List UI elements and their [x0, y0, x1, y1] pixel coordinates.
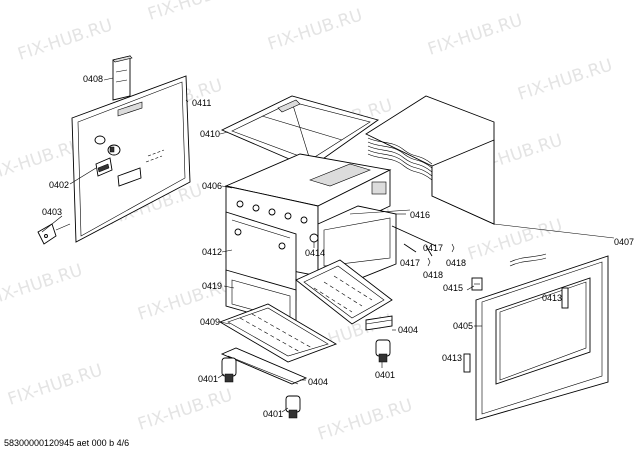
- part-hinge-bracket-0408: [112, 55, 133, 101]
- label-0408: 0408: [83, 74, 103, 84]
- watermark-text: FIX-HUB.RU: [465, 215, 565, 264]
- watermark-text: FIX-HUB.RU: [135, 385, 235, 434]
- part-baking-tray: [295, 259, 393, 325]
- part-screws-0417-0418: [403, 243, 455, 267]
- document-id: 5830000012094​5 aet 000 b 4/6: [4, 438, 129, 448]
- part-base-strip-0404-a: [365, 315, 393, 331]
- label-0409: 0409: [200, 317, 220, 327]
- watermark-text: FIX-HUB.RU: [265, 5, 365, 54]
- watermark-text: FIX-HUB.RU: [0, 135, 85, 184]
- part-outer-door-0405: [475, 253, 609, 421]
- part-tray-0409: [218, 303, 338, 363]
- part-foot-0401-c: [285, 395, 301, 419]
- watermark-text: FIX-HUB.RU: [5, 360, 105, 409]
- leader-lines: [41, 77, 615, 413]
- label-0405: 0405: [453, 321, 473, 331]
- watermark-text: FIX-HUB.RU: [315, 395, 415, 444]
- label-0413-b: 0413: [442, 353, 462, 363]
- label-0403: 0403: [42, 207, 62, 217]
- label-0418-b: 0418: [423, 270, 443, 280]
- label-0406: 0406: [202, 181, 222, 191]
- label-0415: 0415: [443, 283, 463, 293]
- label-0407: 0407: [614, 237, 634, 247]
- part-back-cover-0407: [365, 95, 495, 225]
- part-base-strip-0404-b: [220, 347, 308, 385]
- label-0401-a: 0401: [198, 374, 218, 384]
- label-0401-c: 0401: [263, 409, 283, 419]
- part-tab-0413: [463, 353, 471, 373]
- label-0413-a: 0413: [542, 293, 562, 303]
- part-side-bracket-0403: [37, 223, 71, 245]
- watermark-text: FIX-HUB.RU: [0, 260, 85, 309]
- label-0410: 0410: [200, 129, 220, 139]
- part-labels: 0408 0411 0410 0402 0406 0403 0416 0412 …: [42, 74, 634, 419]
- label-0416: 0416: [410, 210, 430, 220]
- label-0417-b: 0417: [400, 258, 420, 268]
- label-0417-a: 0417: [423, 243, 443, 253]
- watermark-text: FIX-HUB.RU: [425, 10, 525, 59]
- label-0411: 0411: [192, 98, 211, 108]
- part-top-shelf-0410: [220, 95, 380, 169]
- label-0404-a: 0404: [398, 325, 418, 335]
- label-0404-b: 0404: [308, 377, 328, 387]
- watermark-text: FIX-HUB.RU: [15, 15, 115, 64]
- part-foot-0401-a: [221, 357, 237, 383]
- part-door-inner-panel-0411: [71, 75, 191, 243]
- watermark-text: FIX-HUB.RU: [145, 0, 245, 25]
- label-0402: 0402: [49, 180, 69, 190]
- label-0412: 0412: [202, 247, 222, 257]
- label-0418-a: 0418: [446, 258, 466, 268]
- part-foot-0401-b: [375, 339, 391, 363]
- label-0414: 0414: [305, 248, 325, 258]
- label-0419: 0419: [202, 281, 222, 291]
- watermark-text: FIX-HUB.RU: [515, 55, 615, 104]
- part-small-hinge-0415: [471, 277, 483, 291]
- label-0401-b: 0401: [375, 370, 395, 380]
